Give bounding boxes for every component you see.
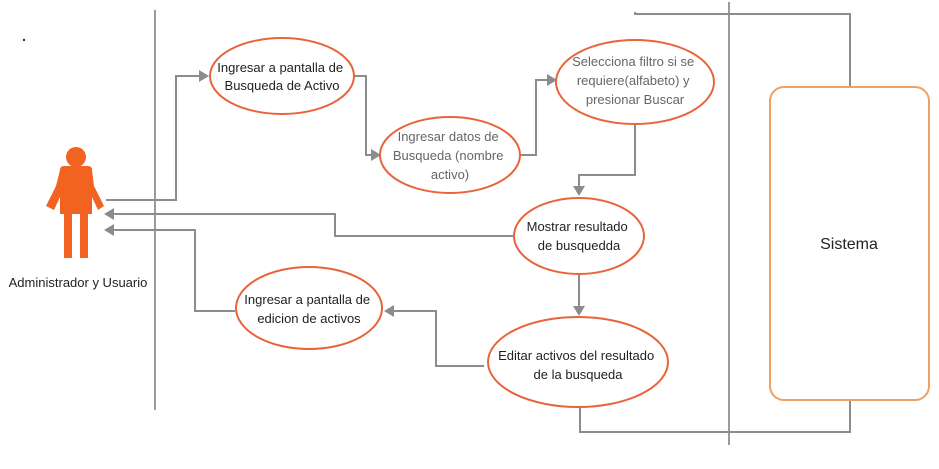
use-case-label: requiere(alfabeto) y xyxy=(577,73,690,88)
use-case-label: de la busqueda xyxy=(534,367,624,382)
arrowhead xyxy=(104,224,114,236)
svg-text:Mostrar resultado de bus: Mostrar resultado de busquedda xyxy=(527,219,632,253)
svg-text:Ingresar a pantalla de e: Ingresar a pantalla de edicion de activo… xyxy=(244,292,373,326)
use-case-label: de busquedda xyxy=(538,238,621,253)
use-case-label: Busqueda (nombre xyxy=(393,148,504,163)
edge-edit-screen-to-actor xyxy=(114,229,235,312)
edge-filter-to-show-results xyxy=(578,124,636,187)
edge-filter-to-system xyxy=(634,12,851,86)
use-case-editar-activos: Editar activos del resultado de la busqu… xyxy=(487,316,669,408)
arrowhead xyxy=(573,306,585,316)
use-case-label: Editar activos del resultado xyxy=(498,348,654,363)
use-case-label: activo) xyxy=(431,167,469,182)
edge-enter-data-to-filter xyxy=(520,79,548,156)
svg-text:Ingresar datos de Busque: Ingresar datos de Busqueda (nombre activ… xyxy=(393,129,507,182)
arrowhead xyxy=(547,74,557,86)
arrowhead xyxy=(371,149,381,161)
use-case-label: edicion de activos xyxy=(257,311,361,326)
edge-show-results-to-actor xyxy=(114,213,514,237)
use-case-mostrar-resultado: Mostrar resultado de busquedda xyxy=(513,197,645,275)
use-case-label: Mostrar resultado xyxy=(527,219,628,234)
actor: Administrador y Usuario xyxy=(9,147,148,290)
use-case-ingresar-datos: Ingresar datos de Busqueda (nombre activ… xyxy=(379,116,521,194)
use-case-label: presionar Buscar xyxy=(586,92,685,107)
edge-actor-to-search-screen xyxy=(106,75,200,201)
system-label: Sistema xyxy=(820,236,878,253)
edge-edit-to-system xyxy=(579,400,851,433)
connectors xyxy=(104,12,851,433)
edge-edit-to-edit-screen xyxy=(394,310,484,367)
use-case-ingresar-pantalla-busqueda: Ingresar a pantalla de Busqueda de Activ… xyxy=(209,37,355,115)
person-icon xyxy=(46,147,104,258)
stray-dot xyxy=(22,38,26,42)
arrowhead xyxy=(104,208,114,220)
svg-text:Editar activos del resultado: Editar activos del resultado de la busqu… xyxy=(498,348,658,382)
svg-text:Ingresar a pantalla de B: Ingresar a pantalla de Busqueda de Activ… xyxy=(217,60,346,93)
use-case-label: Selecciona filtro si se xyxy=(572,54,694,69)
arrowhead xyxy=(573,186,585,196)
edge-search-screen-to-enter-data xyxy=(354,75,372,156)
system-box: Sistema xyxy=(769,86,930,401)
arrowhead xyxy=(384,305,394,317)
use-case-ingresar-pantalla-edicion: Ingresar a pantalla de edicion de activo… xyxy=(235,266,383,350)
use-case-label: Ingresar a pantalla de xyxy=(217,60,343,75)
actor-label: Administrador y Usuario xyxy=(9,275,148,290)
arrowhead xyxy=(199,70,209,82)
use-case-label: Ingresar a pantalla de xyxy=(244,292,370,307)
use-case-label: Ingresar datos de xyxy=(398,129,499,144)
use-case-selecciona-filtro: Selecciona filtro si se requiere(alfabet… xyxy=(555,39,715,125)
use-case-label: Busqueda de Activo xyxy=(225,78,340,93)
svg-text:Selecciona filtro si se: Selecciona filtro si se requiere(alfabet… xyxy=(572,54,698,107)
